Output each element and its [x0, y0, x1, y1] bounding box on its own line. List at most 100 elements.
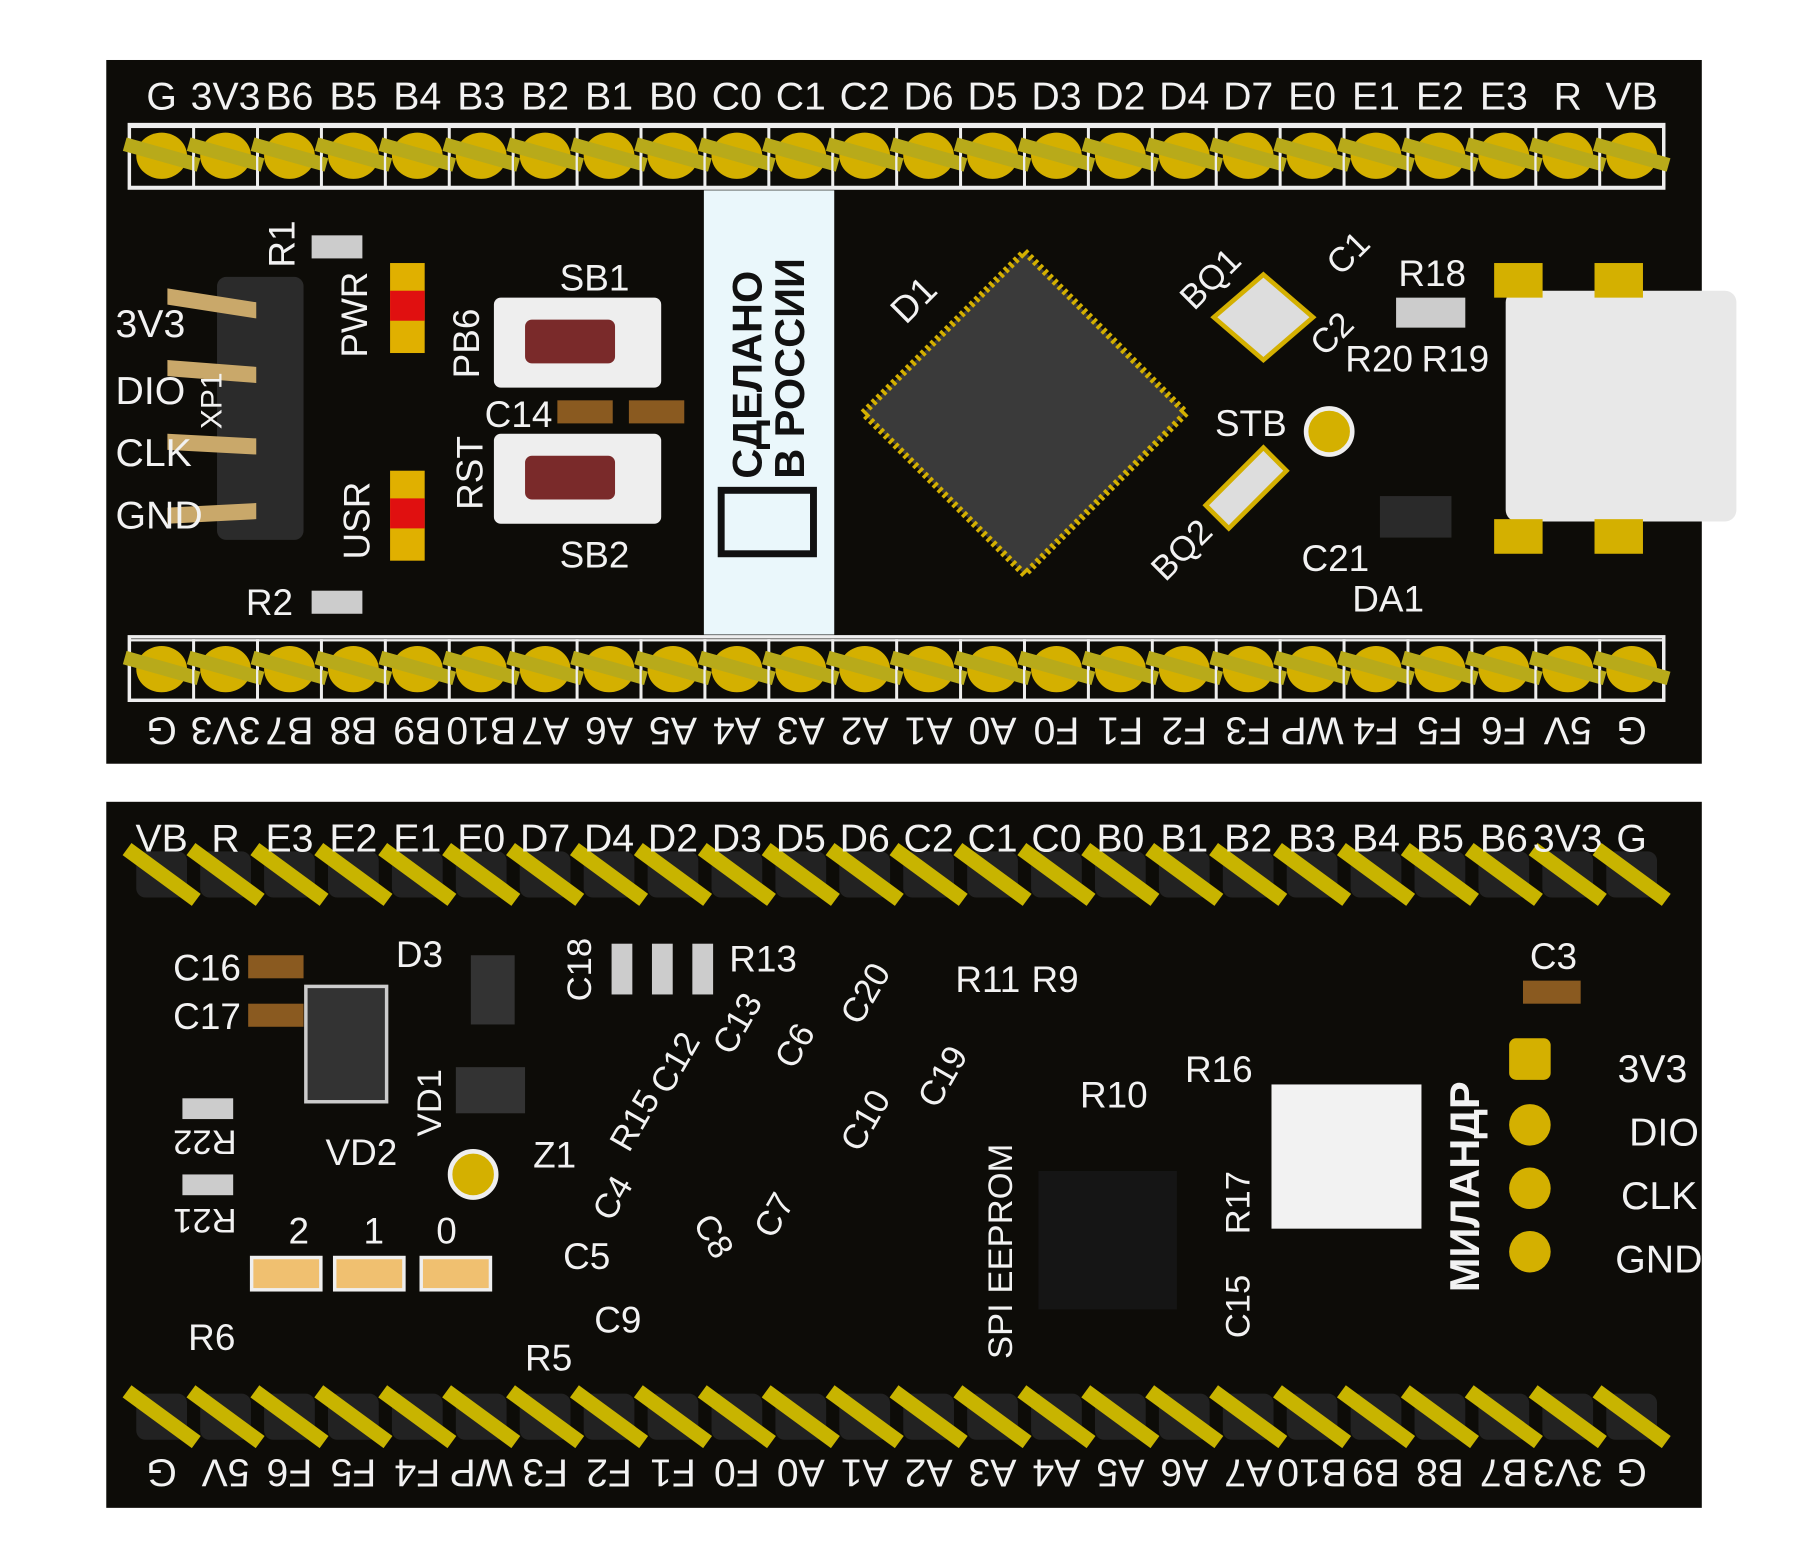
- da1-regulator: [1379, 496, 1452, 538]
- pin-lead: [1081, 1385, 1160, 1449]
- r22-resistor: [182, 1098, 234, 1120]
- label-usr: USR: [336, 482, 377, 560]
- pin-label: A3: [777, 709, 825, 753]
- pin-label: A6: [1160, 1450, 1208, 1494]
- label-r22: R22: [173, 1123, 237, 1161]
- pin-label: A0: [777, 1450, 825, 1494]
- pin-label: A2: [841, 709, 889, 753]
- pin-lead: [122, 650, 201, 686]
- pin-lead: [1273, 843, 1352, 906]
- pin-lead: [1017, 650, 1096, 686]
- jumper-1[interactable]: [332, 1255, 406, 1292]
- pin-lead: [953, 137, 1032, 172]
- pin-label: B4: [393, 75, 441, 119]
- usb-pad: [1594, 519, 1643, 554]
- pin-label: B6: [1480, 816, 1528, 860]
- pin-lead: [1017, 843, 1096, 906]
- label-r16: R16: [1185, 1049, 1253, 1090]
- label-pb6: PB6: [446, 309, 487, 379]
- label-r20: R20: [1345, 338, 1413, 379]
- label-c18: C18: [561, 938, 599, 1002]
- pin-lead: [1528, 843, 1607, 906]
- label-vd2: VD2: [325, 1132, 397, 1173]
- header-label-clk: CLK: [1621, 1174, 1697, 1218]
- label-c17: C17: [173, 996, 241, 1037]
- label-sb1: SB1: [560, 258, 630, 299]
- pin-label: E1: [1352, 75, 1400, 119]
- pin-label: D2: [648, 816, 698, 860]
- pin-lead: [570, 650, 648, 686]
- pin-label: D6: [840, 816, 890, 860]
- pin-lead: [1273, 1385, 1352, 1449]
- pin-lead: [825, 137, 904, 172]
- pin-lead: [1528, 650, 1607, 686]
- label-jumper-2: 2: [289, 1211, 310, 1252]
- header-label-dio: DIO: [116, 369, 186, 413]
- pin-lead: [1145, 843, 1224, 906]
- ru-logo: [717, 486, 817, 558]
- pin-label: B10: [446, 709, 516, 753]
- pin-lead: [314, 650, 393, 686]
- pin-lead: [1464, 843, 1543, 906]
- pin-lead: [1209, 650, 1287, 686]
- pin-lead: [378, 650, 457, 686]
- r21-resistor: [182, 1174, 234, 1196]
- vd1-chip: [455, 1067, 526, 1114]
- pin-lead: [122, 137, 201, 172]
- pin-lead: [442, 843, 521, 906]
- pin-label: A6: [585, 709, 633, 753]
- pin-label: D4: [584, 816, 634, 860]
- usb-pad: [1594, 263, 1643, 298]
- pin-lead: [250, 1385, 329, 1449]
- label-d3: D3: [396, 934, 443, 975]
- label-r9: R9: [1032, 959, 1079, 1000]
- pin-label: B1: [1160, 816, 1208, 860]
- pin-lead: [761, 843, 840, 906]
- pin-label: B3: [457, 75, 505, 119]
- milandr-logo: [1271, 1084, 1422, 1229]
- pin-lead: [1081, 137, 1160, 172]
- pin-lead: [1017, 137, 1096, 172]
- pin-label: D5: [967, 75, 1017, 119]
- bq2-crystal: [1202, 444, 1290, 532]
- jumper-0[interactable]: [419, 1255, 493, 1292]
- pin-label: 5V: [202, 1450, 250, 1494]
- pin-label: F6: [267, 1450, 313, 1494]
- pin-lead: [570, 137, 648, 172]
- pin-label: 3V3: [1533, 816, 1603, 860]
- pin-lead: [250, 137, 329, 172]
- label-c5: C5: [563, 1236, 610, 1277]
- pin-lead: [761, 1385, 840, 1449]
- pin-label: F2: [586, 1450, 632, 1494]
- pin-lead: [314, 1385, 393, 1449]
- pin-label: F4: [394, 1450, 440, 1494]
- pin-label: B4: [1352, 816, 1400, 860]
- pin-label: C2: [904, 816, 954, 860]
- c14-capacitor: [557, 400, 613, 424]
- pin-lead: [697, 1385, 776, 1449]
- pin-label: E0: [457, 816, 505, 860]
- pin-lead: [1081, 843, 1160, 906]
- pin-label: F2: [1161, 709, 1207, 753]
- resistor: [611, 943, 633, 995]
- label-r18: R18: [1398, 253, 1466, 294]
- label-r5: R5: [525, 1338, 572, 1379]
- pin-lead: [250, 843, 329, 906]
- pin-label: A2: [905, 1450, 953, 1494]
- label-r2: R2: [246, 582, 293, 623]
- pin-label: B0: [649, 75, 697, 119]
- pin-label: C1: [776, 75, 826, 119]
- pin-label: D6: [904, 75, 954, 119]
- d3-chip: [470, 955, 515, 1025]
- pin-label: 3V3: [191, 709, 261, 753]
- label-r19: R19: [1421, 338, 1489, 379]
- pin-lead: [1337, 650, 1415, 686]
- pin-lead: [569, 1385, 649, 1449]
- pin-lead: [1528, 1385, 1607, 1449]
- jumper-2[interactable]: [249, 1255, 323, 1292]
- pin-lead: [633, 1385, 713, 1449]
- label-rst: RST: [449, 436, 490, 510]
- pin-label: G: [1616, 709, 1647, 753]
- pin-lead: [1592, 843, 1671, 906]
